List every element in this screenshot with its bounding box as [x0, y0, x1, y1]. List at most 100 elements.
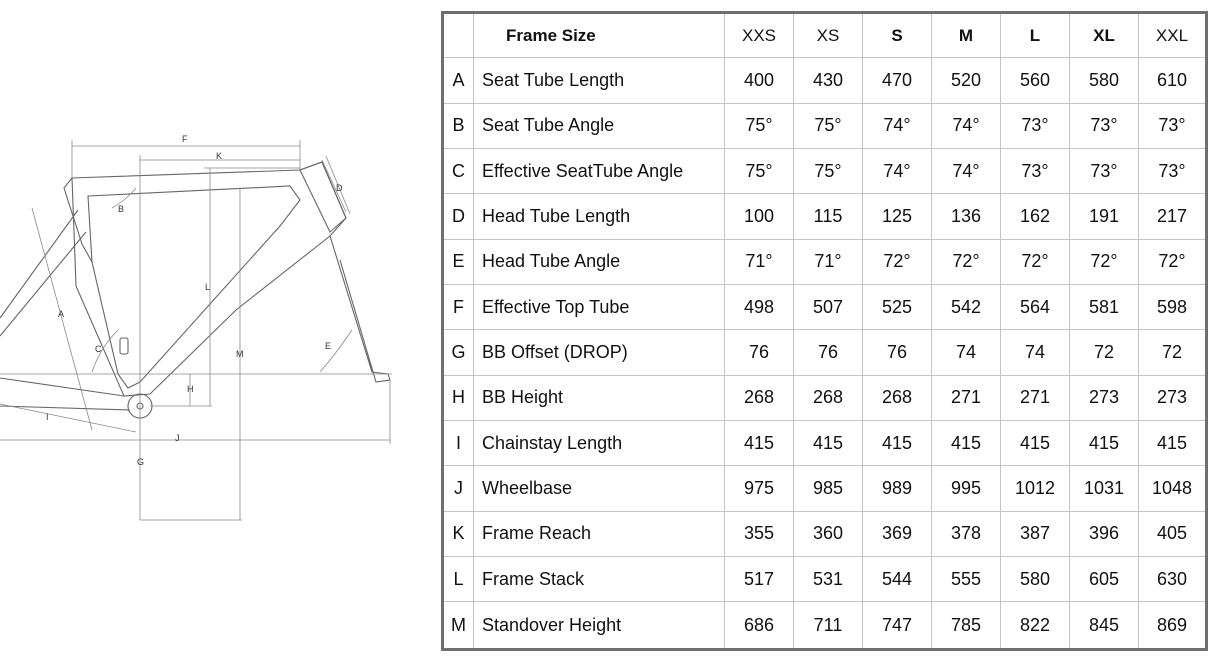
row-value-m: 74°: [931, 148, 1001, 195]
row-value-xl: 72: [1069, 329, 1139, 376]
diagram-label-e: E: [325, 341, 331, 351]
frame-outline: [0, 161, 391, 419]
row-value-xxl: 72°: [1138, 238, 1207, 286]
size-header-l: L: [1000, 11, 1070, 59]
size-header-xxs: XXS: [724, 11, 794, 59]
row-value-m: 271: [931, 374, 1001, 422]
row-value-xs: 115: [793, 193, 863, 240]
row-code: I: [442, 420, 474, 467]
row-value-l: 74: [1000, 329, 1070, 376]
frame-geometry-diagram: F K D B L A E C M H I J G: [0, 134, 392, 521]
row-value-m: 378: [931, 510, 1001, 558]
table-header-row: Frame Size XXS XS S M L XL XXL: [442, 11, 1207, 59]
row-value-xl: 191: [1069, 193, 1139, 240]
row-value-xl: 845: [1069, 601, 1139, 650]
row-value-xs: 360: [793, 510, 863, 558]
row-value-s: 989: [862, 465, 932, 512]
row-value-xs: 985: [793, 465, 863, 512]
row-value-xl: 581: [1069, 284, 1139, 331]
diagram-label-a: A: [58, 309, 64, 319]
row-value-l: 387: [1000, 510, 1070, 558]
row-value-xxs: 498: [724, 284, 794, 331]
row-value-xxs: 76: [724, 329, 794, 376]
row-value-xs: 531: [793, 556, 863, 603]
diagram-label-i: I: [46, 412, 49, 422]
row-value-xxl: 1048: [1138, 465, 1207, 512]
row-value-xxs: 75°: [724, 102, 794, 150]
diagram-labels: F K D B L A E C M H I J G: [46, 134, 343, 467]
row-value-l: 271: [1000, 374, 1070, 422]
row-value-xs: 76: [793, 329, 863, 376]
row-value-xxs: 268: [724, 374, 794, 422]
diagram-label-d: D: [336, 183, 343, 193]
row-name: BB Height: [473, 374, 725, 422]
row-value-m: 520: [931, 57, 1001, 104]
row-name: Seat Tube Length: [473, 57, 725, 104]
row-value-l: 415: [1000, 420, 1070, 467]
diagram-label-b: B: [118, 204, 124, 214]
row-value-s: 72°: [862, 238, 932, 286]
row-value-xxs: 75°: [724, 148, 794, 195]
row-value-s: 470: [862, 57, 932, 104]
row-name: Effective SeatTube Angle: [473, 148, 725, 195]
diagram-label-l: L: [205, 282, 210, 292]
size-header-xl: XL: [1069, 11, 1139, 59]
row-name: Wheelbase: [473, 465, 725, 512]
row-value-xs: 75°: [793, 102, 863, 150]
row-value-xs: 75°: [793, 148, 863, 195]
row-value-m: 74: [931, 329, 1001, 376]
row-value-s: 74°: [862, 148, 932, 195]
row-value-xxs: 415: [724, 420, 794, 467]
row-code: G: [442, 329, 474, 376]
row-name: BB Offset (DROP): [473, 329, 725, 376]
row-value-xxl: 610: [1138, 57, 1207, 104]
row-name: Head Tube Length: [473, 193, 725, 240]
row-value-xs: 430: [793, 57, 863, 104]
row-name: Frame Reach: [473, 510, 725, 558]
row-code: B: [442, 102, 474, 150]
row-value-xxl: 405: [1138, 510, 1207, 558]
row-value-xs: 507: [793, 284, 863, 331]
row-code: M: [442, 601, 474, 650]
row-code: F: [442, 284, 474, 331]
row-value-xs: 711: [793, 601, 863, 650]
row-value-l: 1012: [1000, 465, 1070, 512]
row-value-xl: 273: [1069, 374, 1139, 422]
row-name: Standover Height: [473, 601, 725, 650]
row-value-s: 747: [862, 601, 932, 650]
row-value-s: 415: [862, 420, 932, 467]
row-value-xxs: 71°: [724, 238, 794, 286]
row-value-xxs: 400: [724, 57, 794, 104]
row-value-l: 580: [1000, 556, 1070, 603]
row-value-m: 995: [931, 465, 1001, 512]
row-value-xl: 73°: [1069, 148, 1139, 195]
row-value-s: 76: [862, 329, 932, 376]
row-value-s: 525: [862, 284, 932, 331]
row-value-xl: 415: [1069, 420, 1139, 467]
row-value-xl: 73°: [1069, 102, 1139, 150]
row-name: Effective Top Tube: [473, 284, 725, 331]
row-value-xl: 396: [1069, 510, 1139, 558]
row-value-xxl: 415: [1138, 420, 1207, 467]
row-name: Frame Stack: [473, 556, 725, 603]
row-code: C: [442, 148, 474, 195]
row-value-xxl: 72: [1138, 329, 1207, 376]
row-value-l: 564: [1000, 284, 1070, 331]
row-name: Head Tube Angle: [473, 238, 725, 286]
row-value-s: 74°: [862, 102, 932, 150]
row-value-m: 72°: [931, 238, 1001, 286]
row-value-s: 125: [862, 193, 932, 240]
row-value-xxs: 100: [724, 193, 794, 240]
row-value-xxl: 273: [1138, 374, 1207, 422]
row-name: Chainstay Length: [473, 420, 725, 467]
